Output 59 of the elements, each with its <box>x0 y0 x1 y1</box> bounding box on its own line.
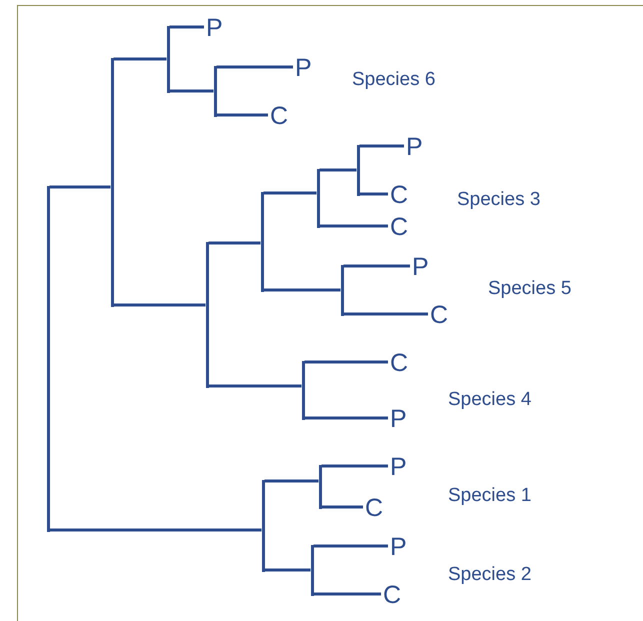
leaf-label: P <box>388 454 409 480</box>
branch-junction <box>262 480 264 572</box>
leaf-label: P <box>404 134 425 160</box>
branch-junction <box>46 186 50 532</box>
leaf-label: C <box>388 350 410 376</box>
branch-junction <box>310 544 314 596</box>
branch-line <box>216 114 268 116</box>
species-label: Species 2 <box>448 564 532 586</box>
branch-junction <box>302 360 304 420</box>
leaf-label: P <box>388 406 409 432</box>
species-label: Species 5 <box>488 278 572 300</box>
species-label: Species 6 <box>352 69 436 91</box>
branch-line <box>50 186 110 188</box>
branch-junction <box>206 242 208 388</box>
branch-line <box>322 464 388 468</box>
leaf-label: P <box>293 55 314 81</box>
branch-line <box>344 264 410 268</box>
branch-line <box>322 506 363 508</box>
branch-line <box>304 360 388 364</box>
branch-junction <box>356 144 360 196</box>
leaf-label: C <box>381 582 404 608</box>
branch-line <box>360 144 404 148</box>
leaf-label: P <box>204 15 225 41</box>
branch-line <box>264 480 318 482</box>
branch-line <box>216 66 293 68</box>
branch-line <box>314 544 388 548</box>
branch-line <box>208 242 260 244</box>
branch-junction <box>110 58 114 306</box>
branch-junction <box>318 464 322 508</box>
species-label: Species 4 <box>448 389 532 411</box>
branch-line <box>314 592 381 596</box>
branch-line <box>208 384 302 388</box>
leaf-label: P <box>388 534 409 560</box>
branch-line <box>114 304 206 306</box>
branch-line <box>320 224 388 228</box>
branch-line <box>304 416 388 420</box>
branch-line <box>264 288 340 292</box>
species-label: Species 1 <box>448 485 532 507</box>
leaf-label: C <box>268 103 290 129</box>
branch-junction <box>260 192 264 292</box>
branch-junction <box>340 264 344 316</box>
leaf-label: C <box>388 182 410 208</box>
branch-line <box>360 192 388 196</box>
branch-line <box>264 568 310 572</box>
branch-line <box>170 26 204 28</box>
branch-line <box>264 192 316 194</box>
branch-junction <box>316 168 320 228</box>
leaf-label: C <box>428 302 450 328</box>
leaf-label: C <box>363 495 386 521</box>
species-label: Species 3 <box>457 189 540 211</box>
branch-junction <box>214 66 216 116</box>
branch-line <box>50 528 262 532</box>
branch-junction <box>166 26 170 92</box>
leaf-label: C <box>388 214 410 240</box>
leaf-label: P <box>410 254 431 280</box>
branch-line <box>170 90 214 92</box>
branch-line <box>344 312 428 316</box>
branch-line <box>320 168 356 172</box>
branch-line <box>114 58 166 60</box>
